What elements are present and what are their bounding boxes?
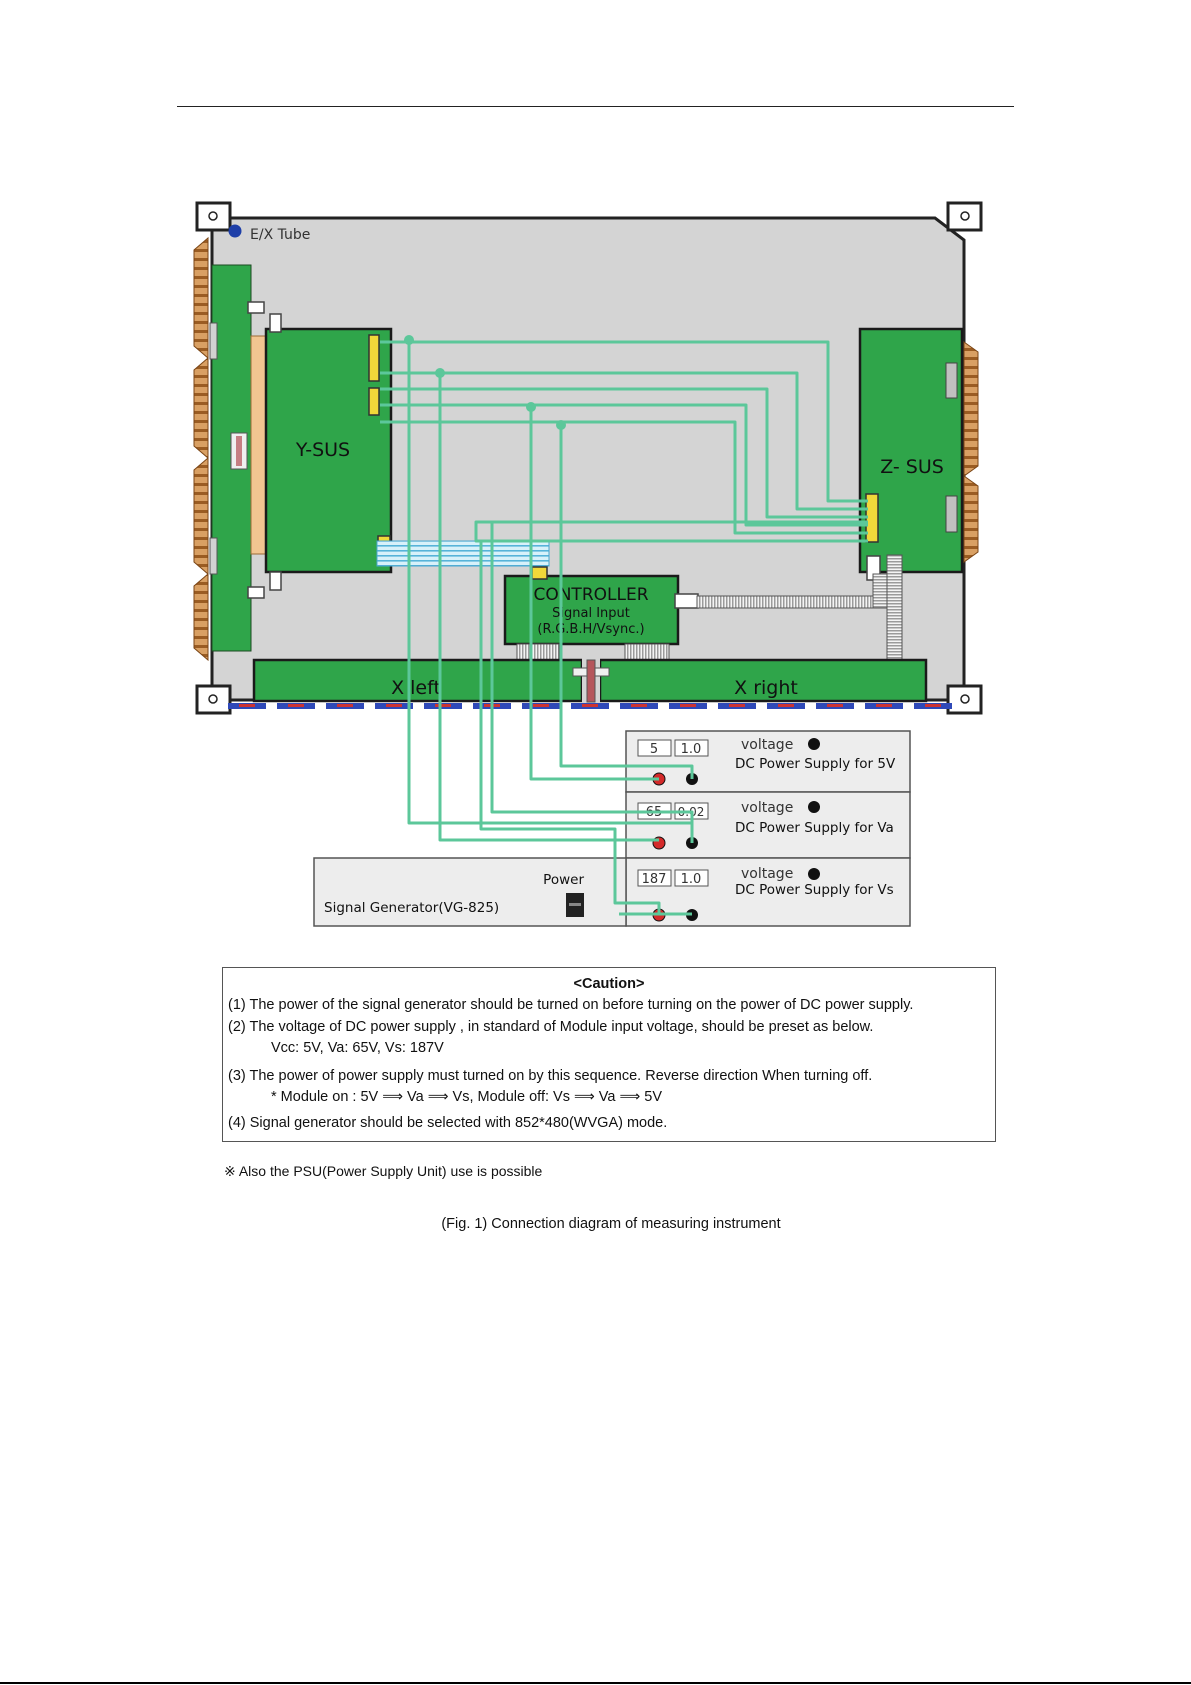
caution-title: <Caution> bbox=[573, 976, 645, 992]
corner-bracket bbox=[946, 201, 983, 232]
psu-note: ※ Also the PSU(Power Supply Unit) use is… bbox=[224, 1163, 543, 1179]
caution-item-2: (2) The voltage of DC power supply , in … bbox=[228, 1019, 874, 1035]
x-right-label: X right bbox=[734, 677, 798, 699]
x-left-label: X left bbox=[391, 677, 441, 699]
corner-bracket bbox=[195, 201, 232, 232]
x-right-board bbox=[598, 658, 928, 703]
psu-vs-current-readout: 1.0 bbox=[681, 872, 702, 887]
figure-caption: (Fig. 1) Connection diagram of measuring… bbox=[441, 1216, 781, 1232]
signal-generator-power-switch bbox=[566, 893, 584, 917]
dc-power-supply-va bbox=[625, 791, 911, 859]
signal-generator-name: Signal Generator(VG-825) bbox=[324, 900, 499, 916]
y-sus-label: Y-SUS bbox=[295, 439, 350, 461]
psu-va-knob bbox=[808, 801, 820, 813]
y-mid-connector bbox=[230, 432, 248, 470]
psu-5v-voltage-readout: 5 bbox=[650, 742, 658, 757]
psu-vs-voltage-label: voltage bbox=[741, 866, 793, 882]
controller-signal-input: Signal Input bbox=[552, 606, 630, 621]
psu-vs-name: DC Power Supply for Vs bbox=[735, 882, 894, 898]
z-sus-ribbon-cable bbox=[886, 554, 903, 671]
controller-signal-types: (R.G.B.H/Vsync.) bbox=[537, 622, 644, 637]
controller-ribbon-elbow bbox=[872, 573, 888, 609]
y-sus-elbow-connectors bbox=[247, 301, 282, 599]
controller-board bbox=[503, 574, 680, 646]
caution-item-1: (1) The power of the signal generator sh… bbox=[228, 997, 914, 1013]
ex-tube-dot bbox=[228, 224, 242, 238]
bottom-edge-connectors bbox=[228, 703, 952, 709]
controller-title: CONTROLLER bbox=[533, 585, 648, 605]
caution-item-2-values: Vcc: 5V, Va: 65V, Vs: 187V bbox=[271, 1040, 444, 1056]
psu-5v-current-readout: 1.0 bbox=[681, 742, 702, 757]
y-side-connectors bbox=[193, 236, 209, 662]
controller-ribbon-cable bbox=[696, 595, 875, 609]
z-side-connectors bbox=[963, 341, 979, 563]
controller-connector bbox=[531, 566, 548, 580]
controller-ribbon-connector bbox=[674, 593, 699, 609]
y-drive-slots bbox=[209, 322, 218, 575]
corner-bracket bbox=[195, 684, 232, 715]
psu-va-name: DC Power Supply for Va bbox=[735, 820, 894, 836]
ex-tube-label: E/X Tube bbox=[250, 227, 310, 243]
flex-cable bbox=[376, 540, 550, 567]
y-spine bbox=[250, 335, 268, 555]
psu-va-voltage-label: voltage bbox=[741, 800, 793, 816]
x-center-connector bbox=[572, 658, 610, 704]
signal-generator-power-label: Power bbox=[543, 872, 584, 888]
z-sus-label: Z- SUS bbox=[880, 456, 944, 478]
psu-5v-voltage-label: voltage bbox=[741, 737, 793, 753]
psu-vs-knob bbox=[808, 868, 820, 880]
connection-diagram: E/X Tube Y-SUS Z- SUS bbox=[193, 201, 983, 927]
footer-rule bbox=[0, 1682, 1191, 1684]
wire-junction-dots bbox=[404, 335, 566, 430]
z-sus-slots bbox=[945, 362, 958, 533]
corner-bracket bbox=[946, 684, 983, 715]
caution-box: <Caution> (1) The power of the signal ge… bbox=[222, 967, 996, 1142]
header-rule bbox=[177, 106, 1014, 107]
psu-vs-voltage-readout: 187 bbox=[642, 872, 667, 887]
psu-5v-knob bbox=[808, 738, 820, 750]
caution-item-3-sequence: * Module on : 5V ⟹ Va ⟹ Vs, Module off: … bbox=[271, 1089, 663, 1105]
caution-item-4: (4) Signal generator should be selected … bbox=[228, 1115, 668, 1131]
caution-item-3: (3) The power of power supply must turne… bbox=[228, 1068, 873, 1084]
psu-5v-name: DC Power Supply for 5V bbox=[735, 756, 896, 772]
